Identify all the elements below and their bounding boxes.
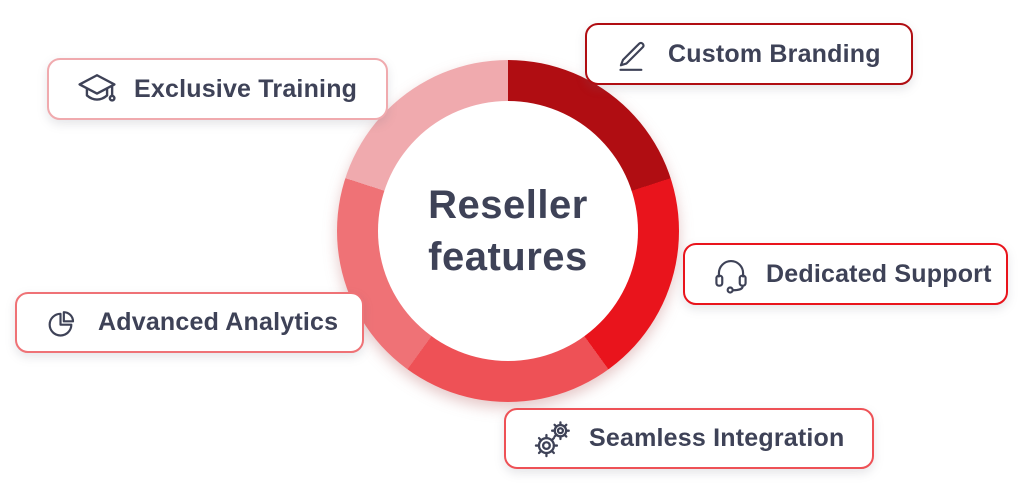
- feature-label: Custom Branding: [668, 39, 881, 68]
- feature-label: Seamless Integration: [589, 424, 845, 452]
- gears-icon: [532, 418, 574, 460]
- pie-chart-icon: [43, 303, 83, 343]
- center-title-line1: Reseller: [428, 183, 588, 227]
- feature-label: Dedicated Support: [766, 259, 992, 288]
- feature-card-custom-branding: Custom Branding: [585, 23, 913, 85]
- feature-label: Advanced Analytics: [98, 308, 339, 336]
- donut-center: Reseller features: [378, 101, 638, 361]
- donut-ring: Reseller features: [337, 60, 679, 402]
- headset-icon: [711, 254, 751, 294]
- feature-card-exclusive-training: Exclusive Training: [47, 58, 388, 120]
- feature-card-dedicated-support: Dedicated Support: [683, 243, 1008, 305]
- center-title-line2: features: [428, 235, 588, 279]
- pencil-icon: [613, 34, 653, 74]
- feature-card-seamless-integration: Seamless Integration: [504, 408, 874, 469]
- graduation-cap-icon: [75, 67, 119, 111]
- feature-label: Exclusive Training: [134, 74, 358, 103]
- center-title: Reseller features: [428, 179, 588, 283]
- feature-card-advanced-analytics: Advanced Analytics: [15, 292, 364, 353]
